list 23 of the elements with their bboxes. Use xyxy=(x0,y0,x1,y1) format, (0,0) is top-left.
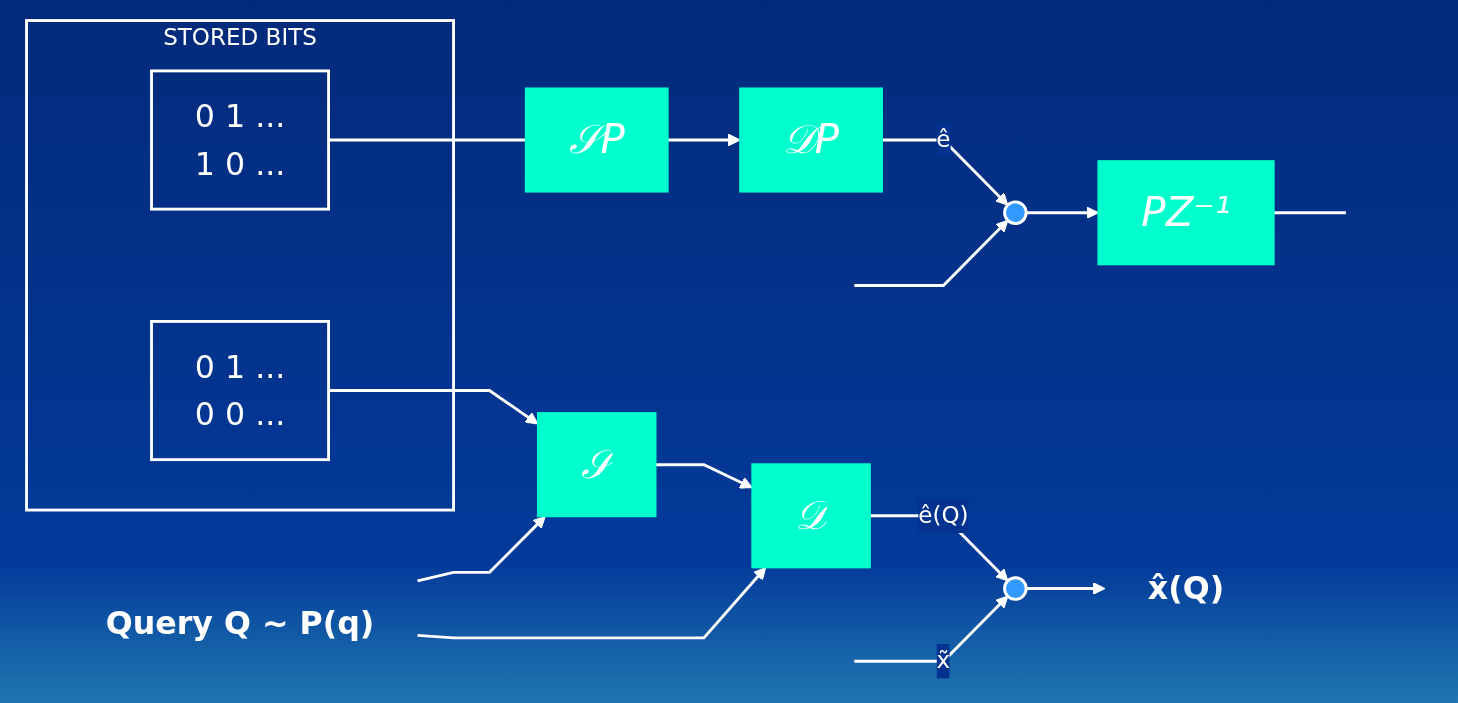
node-box: PZ⁻¹ xyxy=(1097,160,1275,266)
arrow xyxy=(328,388,538,425)
arrow xyxy=(417,566,766,640)
edge-label: ê(Q) xyxy=(917,501,969,529)
node-text: Query Q ~ P(q) xyxy=(105,605,374,642)
node-text: x̂(Q) xyxy=(1147,570,1224,607)
node-box: 0 1 ... 1 0 ... xyxy=(149,69,330,211)
arrow xyxy=(416,515,546,583)
node-box: 𝒮P xyxy=(524,87,669,193)
connector xyxy=(1273,211,1346,214)
edge-label: ê xyxy=(935,125,951,153)
arrow xyxy=(853,219,1008,287)
node-circle xyxy=(1002,200,1028,225)
node-box: 𝒟P xyxy=(738,87,883,193)
arrow xyxy=(853,595,1008,663)
arrow xyxy=(1025,582,1105,595)
node-box: 𝒮 xyxy=(536,411,657,518)
node-circle xyxy=(1002,576,1028,601)
connector xyxy=(328,138,526,142)
edge-label: x̃ xyxy=(936,646,950,675)
node-box: 0 1 ... 0 0 ... xyxy=(149,319,330,461)
node-box: 𝒟 xyxy=(750,463,871,569)
arrow xyxy=(881,138,1008,206)
